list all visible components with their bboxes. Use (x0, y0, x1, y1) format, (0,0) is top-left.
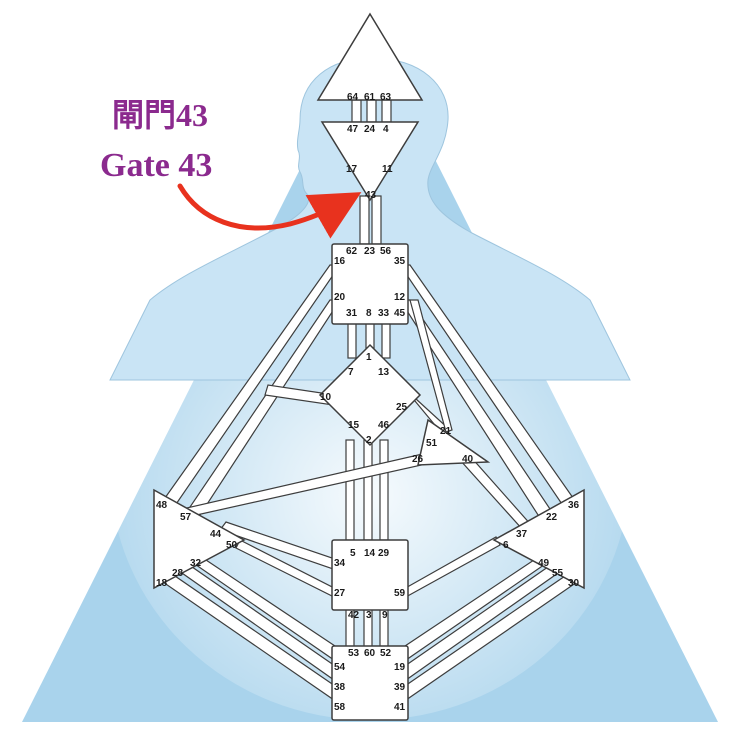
channels (158, 99, 582, 701)
gate-37: 37 (516, 529, 528, 540)
gate-32: 32 (190, 558, 202, 569)
solar-plexus-center (492, 488, 585, 590)
gate-25: 25 (396, 402, 408, 413)
gate-9: 9 (382, 610, 388, 621)
gate-29: 29 (378, 548, 390, 559)
gate-16: 16 (334, 256, 346, 267)
throat-center (331, 243, 409, 325)
heart-center (417, 418, 491, 466)
gate-58: 58 (334, 702, 346, 713)
gate-51: 51 (426, 438, 438, 449)
gate-50: 50 (226, 540, 238, 551)
gate-2: 2 (366, 435, 372, 446)
gate-18: 18 (156, 578, 168, 589)
gate-61: 61 (364, 92, 376, 103)
gate-8: 8 (366, 308, 372, 319)
gate-31: 31 (346, 308, 358, 319)
gate-40: 40 (462, 454, 474, 465)
gate-20: 20 (334, 292, 346, 303)
gate-60: 60 (364, 648, 376, 659)
centers (153, 12, 585, 721)
callout-title-english: Gate 43 (100, 147, 212, 184)
gate-63: 63 (380, 92, 392, 103)
callout-arrow (177, 183, 362, 239)
gate-49: 49 (538, 558, 550, 569)
gate-27: 27 (334, 588, 346, 599)
gate-23: 23 (364, 246, 376, 257)
root-center (331, 645, 409, 721)
gate-59: 59 (394, 588, 406, 599)
gate-33: 33 (378, 308, 390, 319)
head-center (316, 12, 424, 101)
gate-47: 47 (347, 124, 359, 135)
gate-53: 53 (348, 648, 360, 659)
gate-52: 52 (380, 648, 392, 659)
gate-7: 7 (348, 367, 354, 378)
callout-title-chinese: 閘門43 (112, 97, 208, 133)
gate-35: 35 (394, 256, 406, 267)
gate-64: 64 (347, 92, 359, 103)
gate-26: 26 (412, 454, 424, 465)
gate-36: 36 (568, 500, 580, 511)
gate-10: 10 (320, 392, 332, 403)
spleen-center (153, 488, 246, 590)
gate-5: 5 (350, 548, 356, 559)
gate-6: 6 (503, 540, 509, 551)
gate-1: 1 (366, 352, 372, 363)
gate-43: 43 (365, 190, 377, 201)
gate-45: 45 (394, 308, 406, 319)
g-center (318, 343, 422, 447)
gate-28: 28 (172, 568, 184, 579)
gate-39: 39 (394, 682, 406, 693)
gate-21: 21 (440, 426, 452, 437)
gate-14: 14 (364, 548, 376, 559)
gate-56: 56 (380, 246, 392, 257)
human-silhouette (109, 57, 631, 381)
gate-4: 4 (383, 124, 389, 135)
gate-46: 46 (378, 420, 390, 431)
gate-30: 30 (568, 578, 580, 589)
gate-55: 55 (552, 568, 564, 579)
gate-41: 41 (394, 702, 406, 713)
gate-3: 3 (366, 610, 372, 621)
gate-38: 38 (334, 682, 346, 693)
gate-57: 57 (180, 512, 192, 523)
gate-15: 15 (348, 420, 360, 431)
gate-17: 17 (346, 164, 358, 175)
gate-11: 11 (382, 164, 393, 175)
gate-34: 34 (334, 558, 346, 569)
gate-48: 48 (156, 500, 168, 511)
gate-labels: 64 61 63 47 24 4 17 11 43 62 23 56 16 35… (156, 92, 580, 713)
gate-22: 22 (546, 512, 558, 523)
gate-42: 42 (348, 610, 360, 621)
gate-54: 54 (334, 662, 346, 673)
sacral-center (331, 539, 409, 611)
gate-19: 19 (394, 662, 406, 673)
ajna-center (320, 121, 420, 202)
gate-12: 12 (394, 292, 406, 303)
gate-24: 24 (364, 124, 376, 135)
gate-62: 62 (346, 246, 358, 257)
gate-44: 44 (210, 529, 222, 540)
gate-13: 13 (378, 367, 390, 378)
